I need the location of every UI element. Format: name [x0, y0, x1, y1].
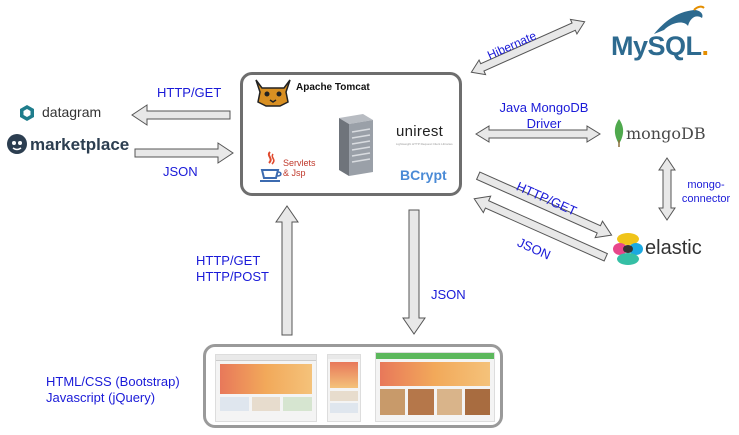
- unirest-subtitle: Lightweight HTTP Request Client Librarie…: [396, 142, 453, 146]
- unirest-logo: unirest: [396, 123, 444, 140]
- servlets-line: Servlets: [283, 158, 316, 168]
- arrow-json-down: [402, 209, 426, 335]
- servlets-jsp-label: Servlets & Jsp: [283, 158, 316, 178]
- label-mongo-connector: mongo- connector: [676, 178, 736, 206]
- client-screenshot-mobile: [327, 354, 361, 422]
- label-mongo-connector-2: connector: [681, 193, 731, 205]
- label-http-get-left: HTTP/GET: [157, 85, 222, 100]
- server-tower-icon: [339, 114, 373, 176]
- mysql-dot: .: [701, 31, 710, 61]
- label-java-mongodb-driver: Java MongoDB Driver: [489, 100, 599, 132]
- mysql-logo: MySQL.: [611, 31, 709, 62]
- arrow-hibernate: [470, 18, 586, 76]
- client-screenshot-wide: [375, 352, 495, 422]
- mongodb-leaf-icon: [614, 119, 624, 147]
- label-client-http-get: HTTP/GET: [196, 253, 261, 268]
- datagram-label: datagram: [42, 104, 102, 120]
- jsp-line: & Jsp: [283, 168, 306, 178]
- label-java-mongodb: Java MongoDB: [499, 100, 589, 115]
- arrow-http-get-to-datagram: [131, 104, 231, 126]
- elastic-icon: [613, 233, 643, 265]
- label-client-http-post: HTTP/POST: [196, 269, 269, 284]
- datagram-icon: [20, 105, 34, 121]
- marketplace-icon: [7, 134, 27, 154]
- arrow-mongo-connector: [658, 157, 676, 221]
- arrow-java-mongodb-driver: [475, 125, 601, 143]
- label-mongo-connector-1: mongo-: [687, 179, 725, 191]
- mysql-wordmark: MySQL: [611, 31, 702, 61]
- label-client-tech-js: Javascript (jQuery): [46, 390, 156, 405]
- mysql-dolphin-icon: [654, 5, 705, 34]
- elastic-logo: elastic: [645, 237, 702, 259]
- arrow-json-to-server: [134, 142, 234, 164]
- arrow-http-get-post-up: [275, 205, 299, 336]
- tomcat-icon: [255, 79, 291, 107]
- tomcat-title: Apache Tomcat: [296, 82, 370, 93]
- label-driver: Driver: [526, 116, 562, 131]
- arrow-http-get-to-elastic: [475, 171, 613, 239]
- arrow-json-from-elastic: [473, 195, 609, 262]
- bcrypt-logo: BCrypt: [400, 167, 447, 183]
- label-json-left: JSON: [163, 164, 198, 179]
- client-screenshot-desktop: [215, 354, 317, 422]
- java-cup-icon: [260, 151, 282, 182]
- label-client-tech-html-css: HTML/CSS (Bootstrap): [46, 374, 180, 389]
- label-json-down: JSON: [431, 287, 466, 302]
- mongodb-logo: mongoDB: [626, 124, 706, 143]
- marketplace-label: marketplace: [30, 135, 130, 154]
